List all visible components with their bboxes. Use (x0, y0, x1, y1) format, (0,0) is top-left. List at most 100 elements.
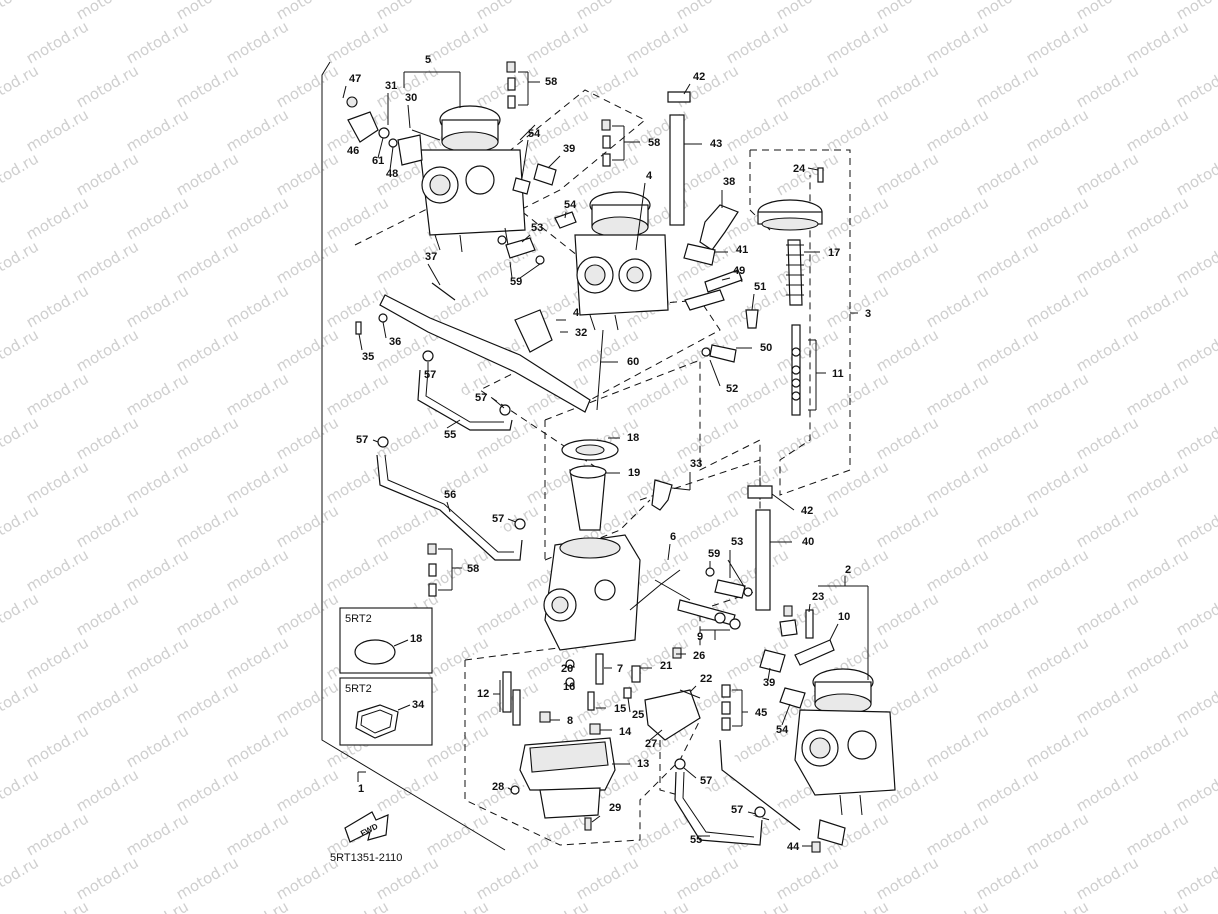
watermark-text: motod.ru (1023, 457, 1092, 507)
watermark-text: motod.ru (173, 501, 242, 551)
watermark-text: motod.ru (973, 501, 1042, 551)
throttle-stop-parts (346, 96, 423, 166)
leader-line (667, 543, 671, 561)
callout-27: 27 (645, 738, 657, 750)
leader-line (507, 787, 513, 791)
watermark-text: motod.ru (323, 897, 392, 914)
watermark-text: motod.ru (673, 61, 742, 111)
watermark-text: motod.ru (973, 589, 1042, 639)
callout-61: 61 (372, 155, 384, 167)
watermark-text: motod.ru (773, 853, 842, 903)
watermark-text: motod.ru (273, 765, 342, 815)
watermark-text: motod.ru (923, 897, 992, 914)
watermark-text: motod.ru (973, 61, 1042, 111)
link-plate (514, 309, 553, 353)
watermark-text: motod.ru (273, 325, 342, 375)
watermark-text: motod.ru (23, 457, 92, 507)
watermark-text: motod.ru (923, 721, 992, 771)
callout-58: 58 (467, 563, 479, 575)
leader-line (507, 518, 517, 523)
watermark-text: motod.ru (1123, 897, 1192, 914)
watermark-text: motod.ru (1023, 105, 1092, 155)
callout-32: 32 (575, 327, 587, 339)
leader-line (427, 263, 441, 286)
leader-lines (342, 71, 869, 847)
watermark-text: motod.ru (573, 853, 642, 903)
watermark-text: motod.ru (673, 413, 742, 463)
watermark-text: motod.ru (1073, 325, 1142, 375)
leader-line (521, 139, 529, 179)
callout-17: 17 (828, 247, 840, 259)
watermark-text: motod.ru (0, 61, 42, 111)
watermark-text: motod.ru (1023, 17, 1092, 67)
callout-11: 11 (832, 368, 844, 380)
watermark-text: motod.ru (0, 237, 42, 287)
callout-59: 59 (510, 276, 522, 288)
leader-line (407, 104, 411, 129)
callout-3: 3 (865, 308, 871, 320)
carburetor-5 (411, 105, 536, 253)
callout-15: 15 (614, 703, 626, 715)
watermark-text: motod.ru (1173, 325, 1218, 375)
leader-line (342, 85, 347, 99)
watermark-text: motod.ru (123, 545, 192, 595)
watermark-text: motod.ru (573, 61, 642, 111)
callout-28: 28 (492, 781, 504, 793)
watermark-text: motod.ru (623, 809, 692, 859)
callout-31: 31 (385, 80, 397, 92)
float-bowl (510, 737, 616, 831)
watermark-text: motod.ru (973, 765, 1042, 815)
watermark-text: motod.ru (173, 61, 242, 111)
watermark-text: motod.ru (523, 17, 592, 67)
middle-sleeves (705, 567, 753, 599)
callout-57: 57 (424, 369, 436, 381)
leader-line (683, 767, 697, 779)
watermark-text: motod.ru (123, 193, 192, 243)
watermark-text: motod.ru (73, 413, 142, 463)
watermark-text: motod.ru (1073, 413, 1142, 463)
watermark-text: motod.ru (923, 105, 992, 155)
cover-27 (644, 689, 701, 741)
callout-26: 26 (693, 650, 705, 662)
watermark-text: motod.ru (223, 457, 292, 507)
watermark-text: motod.ru (123, 369, 192, 419)
watermark-text: motod.ru (1073, 765, 1142, 815)
watermark-text: motod.ru (0, 589, 42, 639)
watermark-text: motod.ru (0, 325, 42, 375)
watermark-text: motod.ru (1023, 897, 1092, 914)
watermark-text: motod.ru (373, 765, 442, 815)
callout-41: 41 (736, 244, 748, 256)
watermark-text: motod.ru (923, 17, 992, 67)
leader-line (564, 211, 567, 219)
leader-line (727, 559, 746, 589)
callout-46: 46 (347, 145, 359, 157)
watermark-text: motod.ru (923, 545, 992, 595)
callout-1: 1 (358, 783, 364, 795)
watermark-text: motod.ru (823, 17, 892, 67)
leader-line (372, 439, 379, 443)
watermark-text: motod.ru (173, 589, 242, 639)
watermark-text: motod.ru (1023, 809, 1092, 859)
inset-box-18-tag: 5RT2 (345, 613, 372, 625)
leader-line (808, 603, 811, 613)
watermark-text: motod.ru (923, 633, 992, 683)
watermark-text: motod.ru (973, 149, 1042, 199)
watermark-text: motod.ru (323, 369, 392, 419)
leader-line (509, 261, 513, 279)
callout-30: 30 (405, 92, 417, 104)
watermark-text: motod.ru (773, 149, 842, 199)
spring-set-45 (721, 684, 731, 731)
watermark-text: motod.ru (0, 677, 42, 727)
watermark-text: motod.ru (1023, 633, 1092, 683)
leader-line (635, 182, 646, 251)
watermark-text: motod.ru (823, 457, 892, 507)
leader-line (771, 493, 795, 511)
watermark-text: motod.ru (723, 17, 792, 67)
carburetor-4 (574, 191, 669, 331)
watermark-text: motod.ru (1073, 853, 1142, 903)
watermark-text: motod.ru (73, 589, 142, 639)
callout-57: 57 (475, 392, 487, 404)
callout-39: 39 (563, 143, 575, 155)
